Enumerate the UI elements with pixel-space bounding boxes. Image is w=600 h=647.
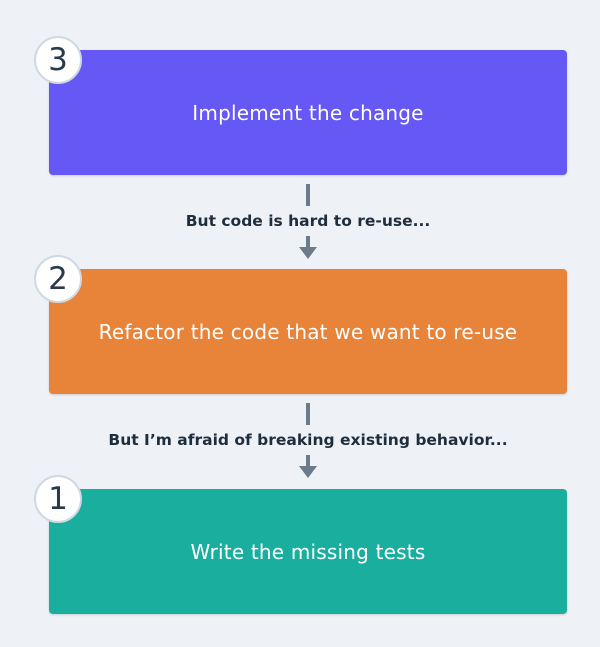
connector-line [306,236,310,248]
connector-line [306,455,310,467]
step-label: Write the missing tests [190,539,426,564]
step-box-write-tests: Write the missing tests [49,489,567,614]
step-number-badge: 3 [34,36,82,84]
step-number-badge: 2 [34,255,82,303]
transition-label: But code is hard to re-use... [185,212,431,230]
transition-label: But I’m afraid of breaking existing beha… [108,431,508,449]
connector-line [306,403,310,425]
step-box-implement: Implement the change [49,50,567,175]
connector-line [306,184,310,206]
arrow-down-icon [299,247,317,259]
step-number-badge: 1 [34,475,82,523]
step-label: Refactor the code that we want to re-use [98,319,518,344]
step-box-refactor: Refactor the code that we want to re-use [49,269,567,394]
arrow-down-icon [299,466,317,478]
step-label: Implement the change [192,100,424,125]
